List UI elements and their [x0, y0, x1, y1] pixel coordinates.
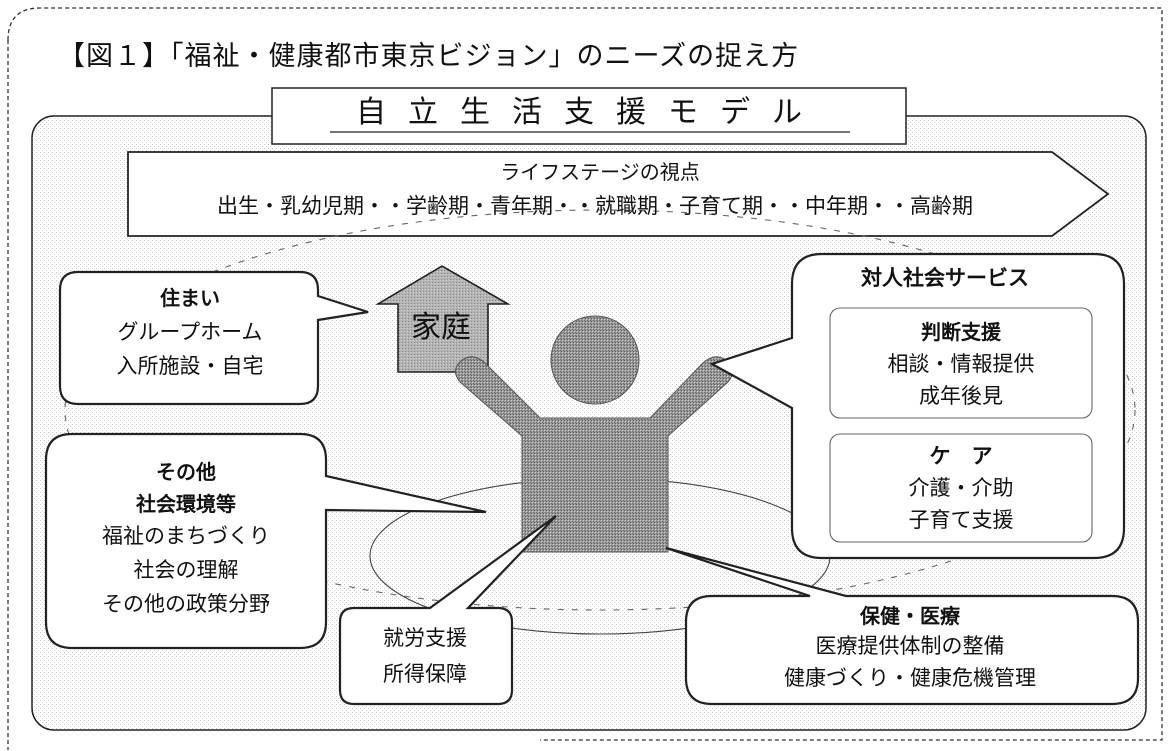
lifestage-title: ライフステージの視点 — [500, 160, 700, 184]
lifestage-stages: 出生・乳幼児期・・学齢期・青年期・・就職期・子育て期・・中年期・・高齢期 — [217, 194, 973, 218]
employment-line-2: 所得保障 — [383, 662, 467, 686]
other-line-4: その他の政策分野 — [102, 592, 270, 616]
employment-line-1: 就労支援 — [383, 626, 467, 650]
health-title: 保健・医療 — [860, 604, 960, 628]
judgment-line-1: 相談・情報提供 — [887, 352, 1035, 376]
employment-bubble — [338, 515, 557, 706]
health-bubble — [665, 546, 1140, 706]
model-title: 自立生活支援モデル — [356, 95, 824, 130]
health-line-1: 医療提供体制の整備 — [815, 634, 1005, 658]
other-line-3: 社会の理解 — [133, 558, 239, 582]
model-title-box — [271, 87, 907, 145]
health-line-2: 健康づくり・健康危機管理 — [784, 666, 1036, 690]
outer-dashed-frame — [7, 7, 1163, 741]
housing-line-2: 入所施設・自宅 — [116, 354, 264, 378]
housing-title: 住まい — [160, 286, 220, 310]
other-line-1: 社会環境等 — [136, 492, 236, 516]
care-line-2: 子育て支援 — [908, 508, 1014, 532]
services-title: 対人社会サービス — [861, 266, 1029, 290]
care-line-1: 介護・介助 — [908, 476, 1014, 500]
person-figure — [455, 315, 733, 553]
orbit-outer — [64, 209, 1136, 611]
family-arrow — [375, 265, 511, 373]
figure-title: 【図１】「福祉・健康都市東京ビジョン」のニーズの捉え方 — [58, 41, 800, 72]
judgment-title: 判断支援 — [921, 320, 1001, 344]
care-box — [829, 433, 1093, 543]
other-title: その他 — [156, 460, 216, 484]
other-bubble — [44, 432, 487, 650]
housing-line-1: グループホーム — [117, 320, 263, 344]
housing-bubble — [58, 270, 369, 406]
family-label: 家庭 — [411, 310, 471, 345]
judgment-line-2: 成年後見 — [919, 384, 1003, 408]
other-line-2: 福祉のまちづくり — [102, 524, 270, 548]
lifestage-arrow — [127, 151, 1110, 237]
judgment-box — [829, 307, 1093, 419]
care-title: ケ ア — [929, 444, 993, 468]
